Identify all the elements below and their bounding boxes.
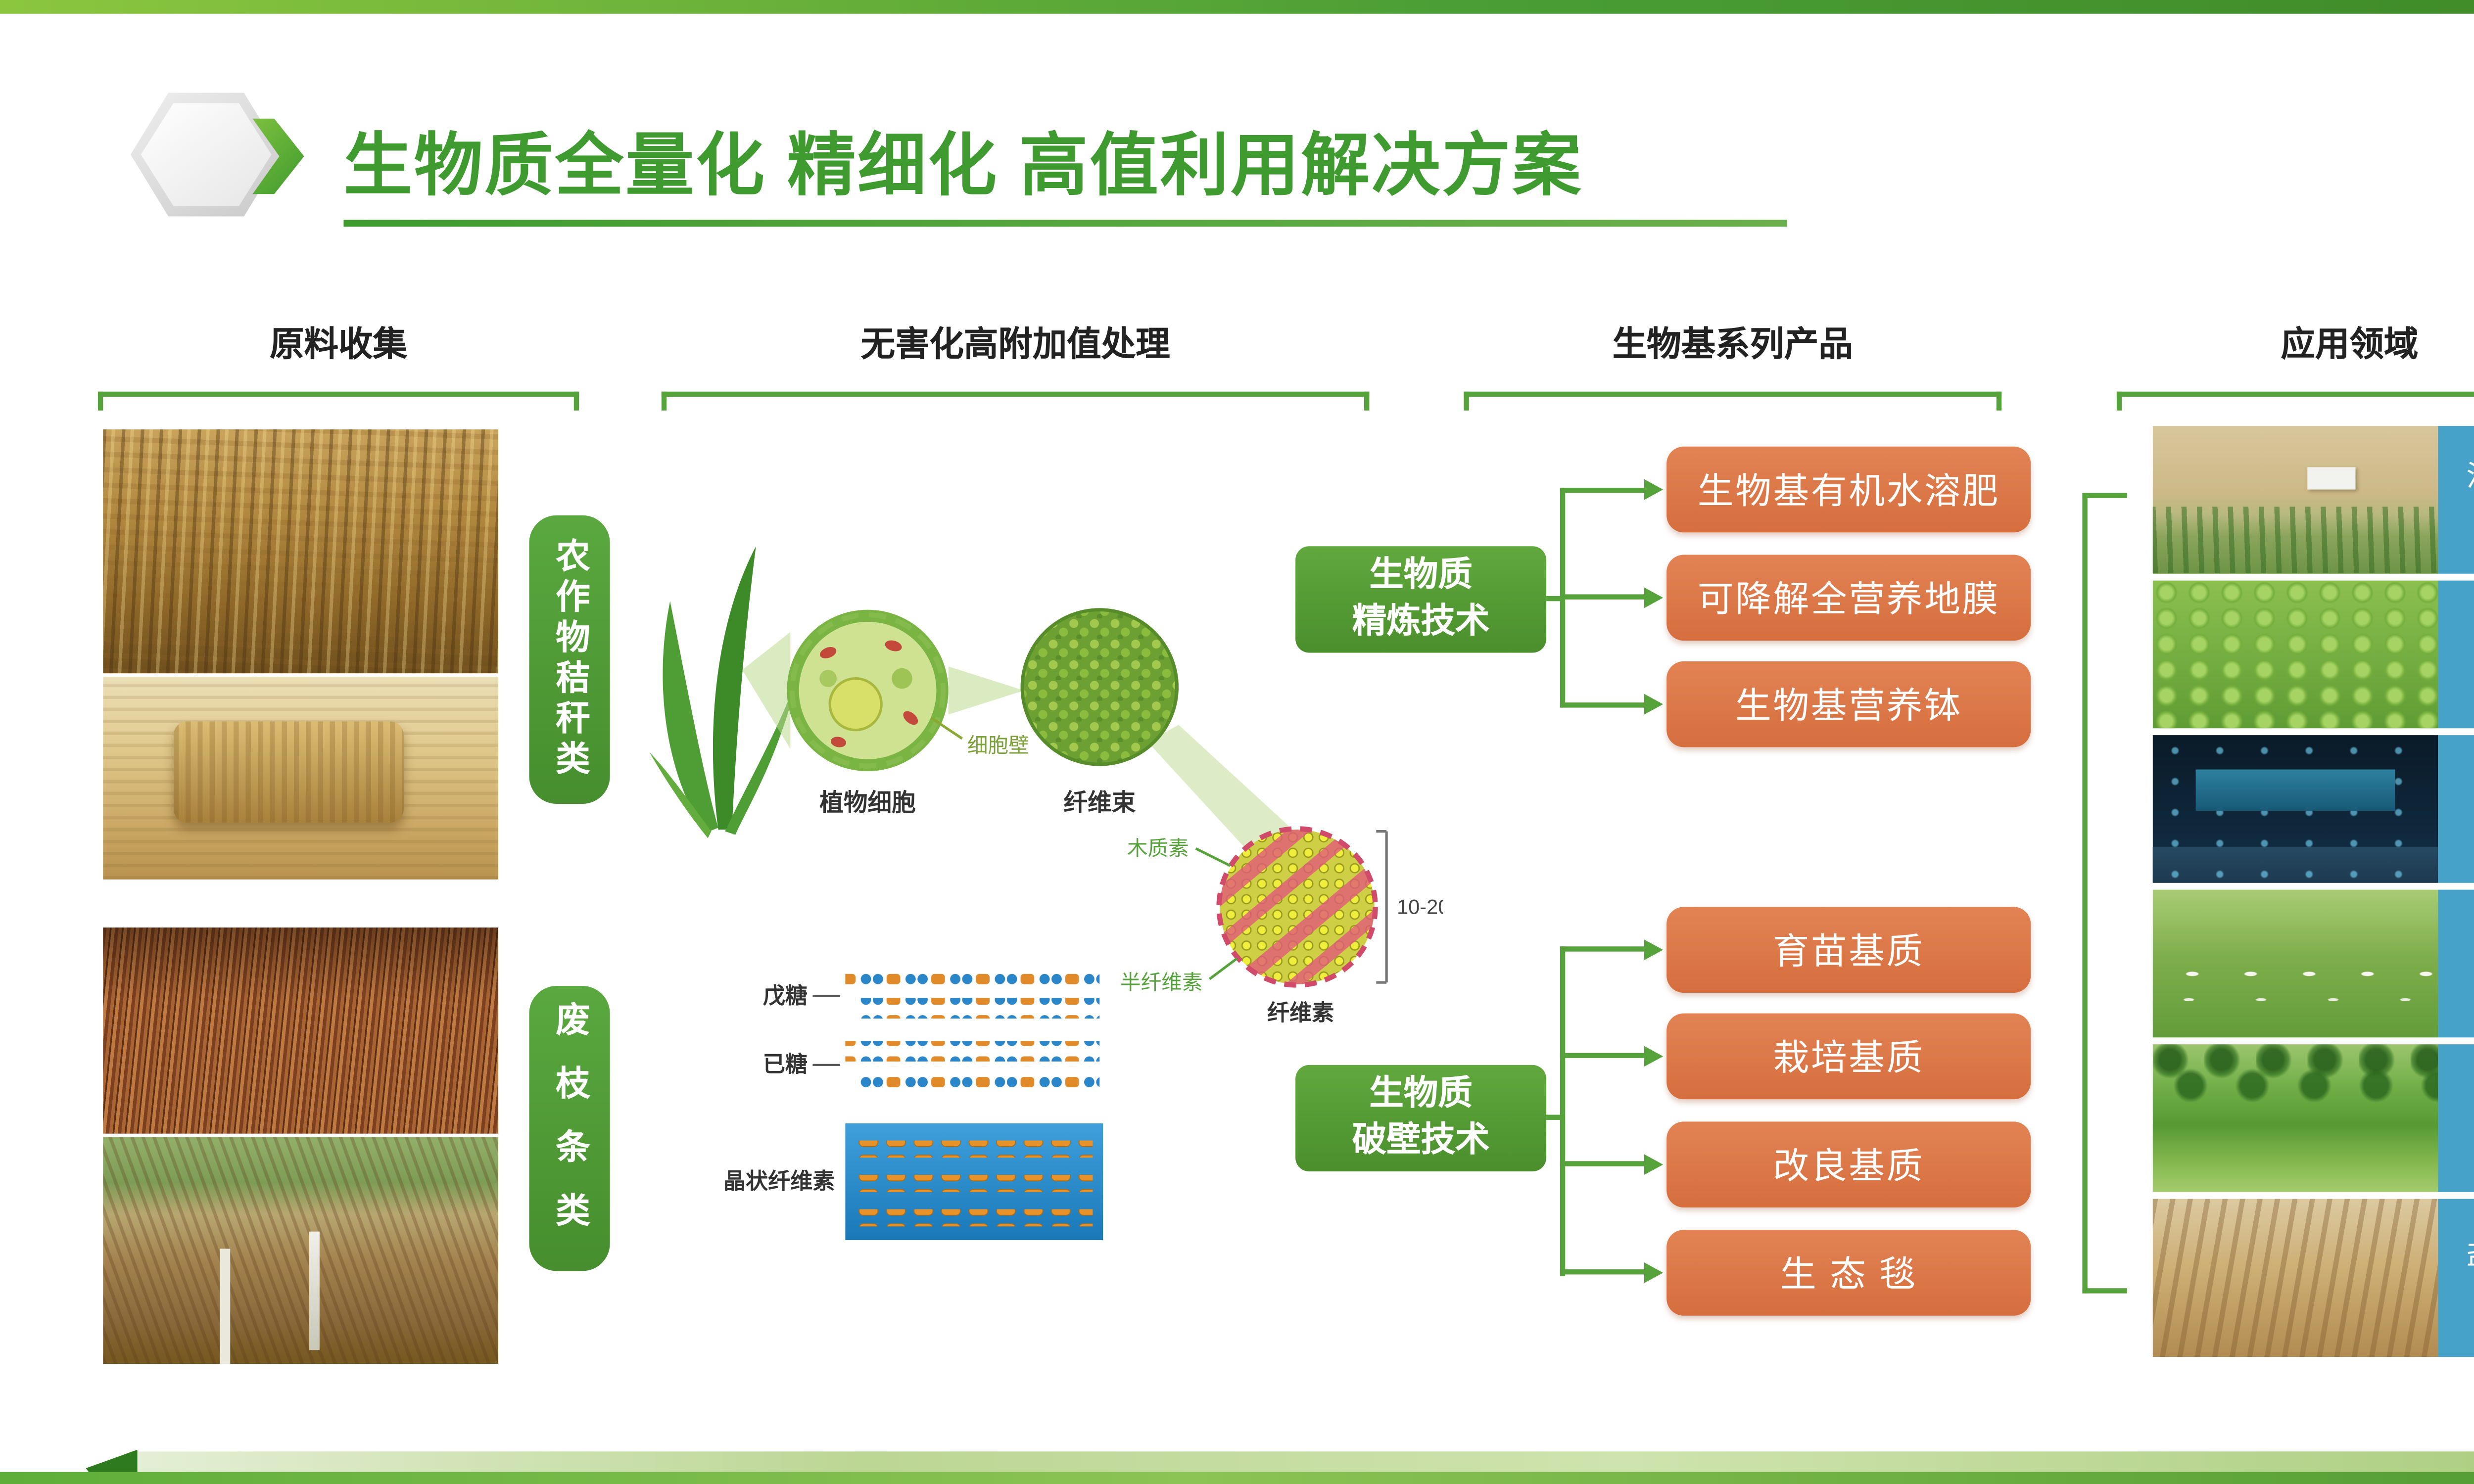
hexose-chain-row (856, 1067, 1100, 1087)
hemicellulose-label: 半纤维素 (1120, 971, 1203, 994)
section-bracket-collection (97, 391, 579, 411)
tech-box-refining: 生物质 精炼技术 (1295, 546, 1547, 653)
beam-cell-to-bundle (948, 666, 1024, 715)
application-row: 盐碱地 改良 (2152, 1199, 2474, 1357)
category-pill-crop-straw: 农作物秸秆类 (529, 515, 610, 804)
photo-livestock-grazing (2152, 889, 2438, 1038)
cell-wall-leader-line (930, 717, 963, 740)
pentose-chain-row (856, 998, 1100, 1019)
application-label-livestock: 畜牧 养殖 (2438, 889, 2474, 1038)
page-title: 生物质全量化 精细化 高值利用解决方案 (343, 129, 1583, 205)
product-degradable-mulch-film: 可降解全营养地膜 (1666, 555, 2031, 641)
scale-bracket (1376, 830, 1388, 984)
plant-cell-label: 植物细胞 (819, 789, 915, 816)
plant-cell-illustration (787, 609, 949, 772)
category-pill-waste-branches: 废枝条类 (529, 986, 610, 1271)
product-cultivation-substrate: 栽培基质 (1666, 1013, 2031, 1100)
section-bracket-applications (2116, 391, 2474, 411)
applications-bracket (2082, 493, 2127, 1294)
bottom-accent-bar (0, 1472, 2474, 1484)
photo-agriculture-data-center (2152, 735, 2438, 883)
product-nutrient-pot: 生物基营养钵 (1666, 661, 2031, 747)
title-underline (343, 220, 1787, 227)
photo-desertification-control (2152, 426, 2438, 574)
scale-label: 10-20nm (1397, 895, 1443, 918)
fiber-bundle-illustration (1020, 608, 1179, 766)
application-label-agri-data: 农业 数据 (2438, 735, 2474, 883)
application-label-desertification: 沙漠化 治理 (2438, 426, 2474, 574)
application-row: 农业 数据 (2152, 735, 2474, 883)
crystalline-cellulose-illustration (845, 1123, 1103, 1241)
hexagon-icon (130, 93, 282, 217)
connector-line (1560, 594, 1646, 600)
beam-bundle-to-fiber (1147, 725, 1306, 869)
application-label-saline-soil: 盐碱地 改良 (2438, 1199, 2474, 1357)
section-bracket-processing (661, 391, 1370, 411)
connector-trunk (1560, 946, 1566, 1276)
connector-line (1546, 1114, 1564, 1120)
application-row: 沙漠化 治理 (2152, 426, 2474, 574)
lignin-leader-line (1195, 847, 1231, 867)
hemicellulose-leader-line (1208, 957, 1238, 980)
connector-line (1560, 946, 1646, 952)
cellulose-label: 纤维素 (1267, 1000, 1334, 1025)
arrowhead-icon (1644, 479, 1664, 500)
photo-orchard-prunings (103, 1137, 498, 1364)
section-header-processing: 无害化高附加值处理 (860, 326, 1170, 365)
connector-line (1560, 1269, 1646, 1275)
photo-saline-soil (2152, 1199, 2438, 1357)
arrowhead-icon (1644, 939, 1664, 961)
photo-landscape-greening (2152, 1044, 2438, 1192)
beam-plant-to-cell (742, 632, 791, 749)
tech-box-wall-breaking: 生物质 破壁技术 (1295, 1065, 1547, 1172)
hexose-label: 已糖 (763, 1052, 808, 1077)
section-bracket-products (1464, 391, 2002, 411)
lignin-label: 木质素 (1127, 836, 1189, 860)
cell-wall-label: 细胞壁 (967, 734, 1029, 757)
arrowhead-icon (1644, 1046, 1664, 1067)
application-label-greening: 园林 绿化 (2438, 1044, 2474, 1192)
connector-line (1560, 488, 1646, 493)
arrowhead-icon (1644, 1154, 1664, 1175)
product-water-soluble-fertilizer: 生物基有机水溶肥 (1666, 446, 2031, 533)
pentose-chain-row (845, 972, 1100, 993)
connector-line (1560, 1053, 1646, 1058)
product-improvement-substrate: 改良基质 (1666, 1121, 2031, 1208)
photo-dry-crop-field (103, 429, 498, 674)
product-ecological-blanket: 生 态 毯 (1666, 1230, 2031, 1316)
application-row: 园林 绿化 (2152, 1044, 2474, 1192)
arrowhead-icon (1644, 587, 1664, 608)
fiber-bundle-label: 纤维束 (1063, 789, 1136, 816)
photo-fertility-improvement (2152, 580, 2438, 729)
photo-straw-bales (103, 677, 498, 880)
arrowhead-icon (1644, 694, 1664, 715)
arrowhead-icon (1644, 1262, 1664, 1283)
plant-illustration (649, 546, 801, 838)
fiber-cross-section-illustration (1216, 826, 1378, 988)
bottom-ribbon-band (103, 1451, 2474, 1474)
section-header-products: 生物基系列产品 (1612, 326, 1853, 365)
application-label-fertility: 肥力 提升 (2438, 580, 2474, 729)
top-accent-bar (0, 0, 2474, 14)
application-row: 畜牧 养殖 (2152, 889, 2474, 1038)
crystalline-cellulose-label: 晶状纤维素 (723, 1168, 835, 1194)
application-row: 肥力 提升 (2152, 580, 2474, 729)
connector-line (1560, 1161, 1646, 1166)
photo-waste-twigs (103, 928, 498, 1134)
hexose-chain-row (845, 1041, 1100, 1062)
section-header-collection: 原料收集 (270, 326, 407, 365)
pentose-label: 戊糖 (763, 983, 808, 1008)
product-seedling-substrate: 育苗基质 (1666, 907, 2031, 993)
connector-line (1560, 702, 1646, 708)
connector-line (1546, 596, 1564, 602)
section-header-applications: 应用领域 (2281, 326, 2419, 365)
